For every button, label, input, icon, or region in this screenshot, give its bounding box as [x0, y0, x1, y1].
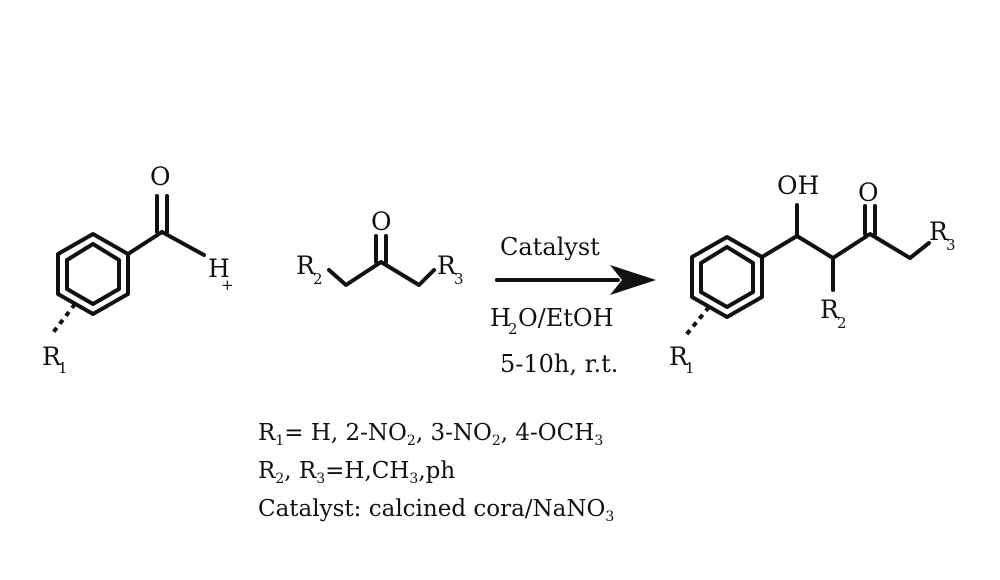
r2-legend-r: R: [258, 458, 276, 484]
product-r2-label: R: [820, 295, 840, 324]
product-r2-label-sub: 2: [837, 314, 847, 332]
r1-legend-r-sub: 1: [275, 433, 285, 449]
plus-sign: +: [221, 276, 234, 294]
solvent-label: H 2 O/EtOH: [490, 304, 614, 338]
r1-dashed-bond: [50, 302, 77, 336]
benzaldehyde: O H R 1: [42, 162, 230, 377]
solvent-h-sub: 2: [508, 320, 518, 338]
r1-legend-r: R: [258, 420, 276, 446]
solvent-rest: O/EtOH: [518, 304, 614, 332]
solvent-h: H: [490, 304, 511, 332]
r2-r3-substituents-line: R2, R3=H,CH3,ph: [258, 458, 456, 487]
r2-r3-legend-ch3: =H,CH: [325, 458, 410, 484]
product-r3-label-sub: 3: [946, 236, 956, 254]
product: OH O R 3 R 2 R 1: [669, 171, 956, 377]
catalyst-description-line: Catalyst: calcined cora/NaNO3: [258, 496, 614, 525]
r1-substituents-line: R1= H, 2-NO2, 3-NO2, 4-OCH3: [258, 420, 603, 449]
aldehyde-ring-bond: [126, 230, 164, 256]
ketone-chain: [327, 260, 436, 287]
catalyst-label: Catalyst: [500, 233, 600, 261]
r1-legend-4-och3: , 4-OCH: [500, 420, 595, 446]
product-oxygen-label: O: [858, 178, 879, 207]
product-ring-inner-bonds: [699, 245, 755, 309]
aldehyde-hydrogen-label: H: [208, 254, 230, 283]
r2-label-sub: 2: [313, 270, 323, 288]
aldehyde-ch-bond: [160, 230, 206, 257]
catalyst-description: Catalyst: calcined cora/NaNO: [258, 496, 606, 522]
r1-legend-och3-sub: 3: [594, 433, 604, 449]
r2-label: R: [296, 251, 316, 280]
r3-label: R: [437, 251, 457, 280]
product-r1-dashed-bond: [684, 305, 711, 337]
time-temperature-label: 5-10h, r.t.: [500, 350, 618, 378]
r1-label: R: [42, 342, 62, 371]
r1-legend-3-no2: , 3-NO: [415, 420, 492, 446]
r2-r3-legend-ph: ,ph: [418, 458, 456, 484]
r3-legend-r: , R: [284, 458, 317, 484]
r2-r3-legend-ch3-sub: 3: [409, 471, 419, 487]
catalyst-description-sub: 3: [605, 509, 615, 525]
r1-label-sub: 1: [58, 359, 68, 377]
hydroxyl-label: OH: [777, 171, 819, 200]
benzaldehyde-ring-inner-bonds: [65, 242, 121, 306]
r1-legend-3-no2-sub: 2: [491, 433, 501, 449]
ketone-oxygen-label: O: [371, 207, 392, 236]
r1-legend-h-no2: = H, 2-NO: [284, 420, 407, 446]
r2-legend-r-sub: 2: [275, 471, 285, 487]
product-r3-label: R: [929, 217, 949, 246]
r3-legend-r-sub: 3: [316, 471, 326, 487]
r3-label-sub: 3: [454, 270, 464, 288]
r1-legend-no2-sub: 2: [406, 433, 416, 449]
product-backbone: [760, 232, 931, 260]
product-r1-label-sub: 1: [685, 359, 695, 377]
arrow-head: [610, 265, 656, 295]
ketone: O R 2 R 3: [296, 207, 464, 288]
product-r1-label: R: [669, 342, 689, 371]
aldehyde-oxygen-label: O: [150, 162, 171, 191]
reaction-arrow: [495, 265, 656, 295]
